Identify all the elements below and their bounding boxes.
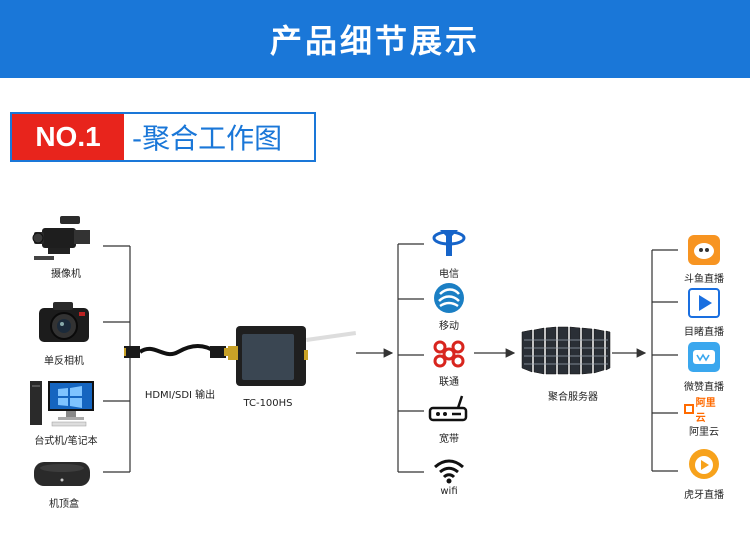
aliyun-logo-text: 阿里云: [695, 398, 716, 424]
china-telecom-icon: [432, 226, 466, 262]
wifi-icon: [432, 457, 466, 489]
china-unicom-icon: [430, 338, 468, 374]
router-icon: [428, 394, 468, 428]
platform-label: 斗鱼直播: [684, 274, 724, 285]
section-number: NO.1: [12, 114, 124, 160]
network-label: 联通: [439, 377, 459, 388]
server-label: 聚合服务器: [548, 392, 598, 403]
aliyun-icon: 阿里云: [684, 398, 724, 424]
mudu-icon: [688, 288, 720, 322]
network-label: 宽带: [439, 434, 459, 445]
section-name: -聚合工作图: [132, 122, 283, 155]
china-mobile-icon: [432, 282, 466, 318]
douyu-icon: [688, 235, 720, 269]
source-label: 台式机/笔记本: [34, 436, 98, 447]
platform-label: 阿里云: [689, 427, 719, 438]
set-top-box-icon: [32, 458, 92, 494]
network-label: wifi: [440, 486, 458, 497]
desktop-computer-icon: [28, 377, 98, 433]
network-label: 移动: [439, 321, 459, 332]
cable-label: HDMI/SDI 输出: [144, 390, 216, 401]
source-label: 摄像机: [51, 269, 81, 280]
platform-label: 微赞直播: [684, 382, 724, 393]
platform-label: 目睹直播: [684, 327, 724, 338]
banner-title: 产品细节展示: [269, 22, 480, 60]
source-label: 单反相机: [44, 356, 84, 367]
device-label: TC-100HS: [243, 398, 293, 409]
source-label: 机顶盒: [49, 499, 79, 510]
weizan-icon: [688, 342, 720, 376]
huya-icon: [688, 448, 720, 484]
video-camera-icon: [30, 212, 92, 266]
hdmi-cable-icon: [122, 338, 232, 372]
banner: 产品细节展示: [0, 0, 750, 78]
section-header: NO.1 -聚合工作图: [10, 112, 316, 162]
dslr-camera-icon: [35, 298, 93, 350]
server-rack-icon: [520, 324, 612, 380]
network-label: 电信: [439, 269, 459, 280]
encoder-device-icon: [228, 316, 358, 394]
platform-label: 虎牙直播: [684, 490, 724, 501]
